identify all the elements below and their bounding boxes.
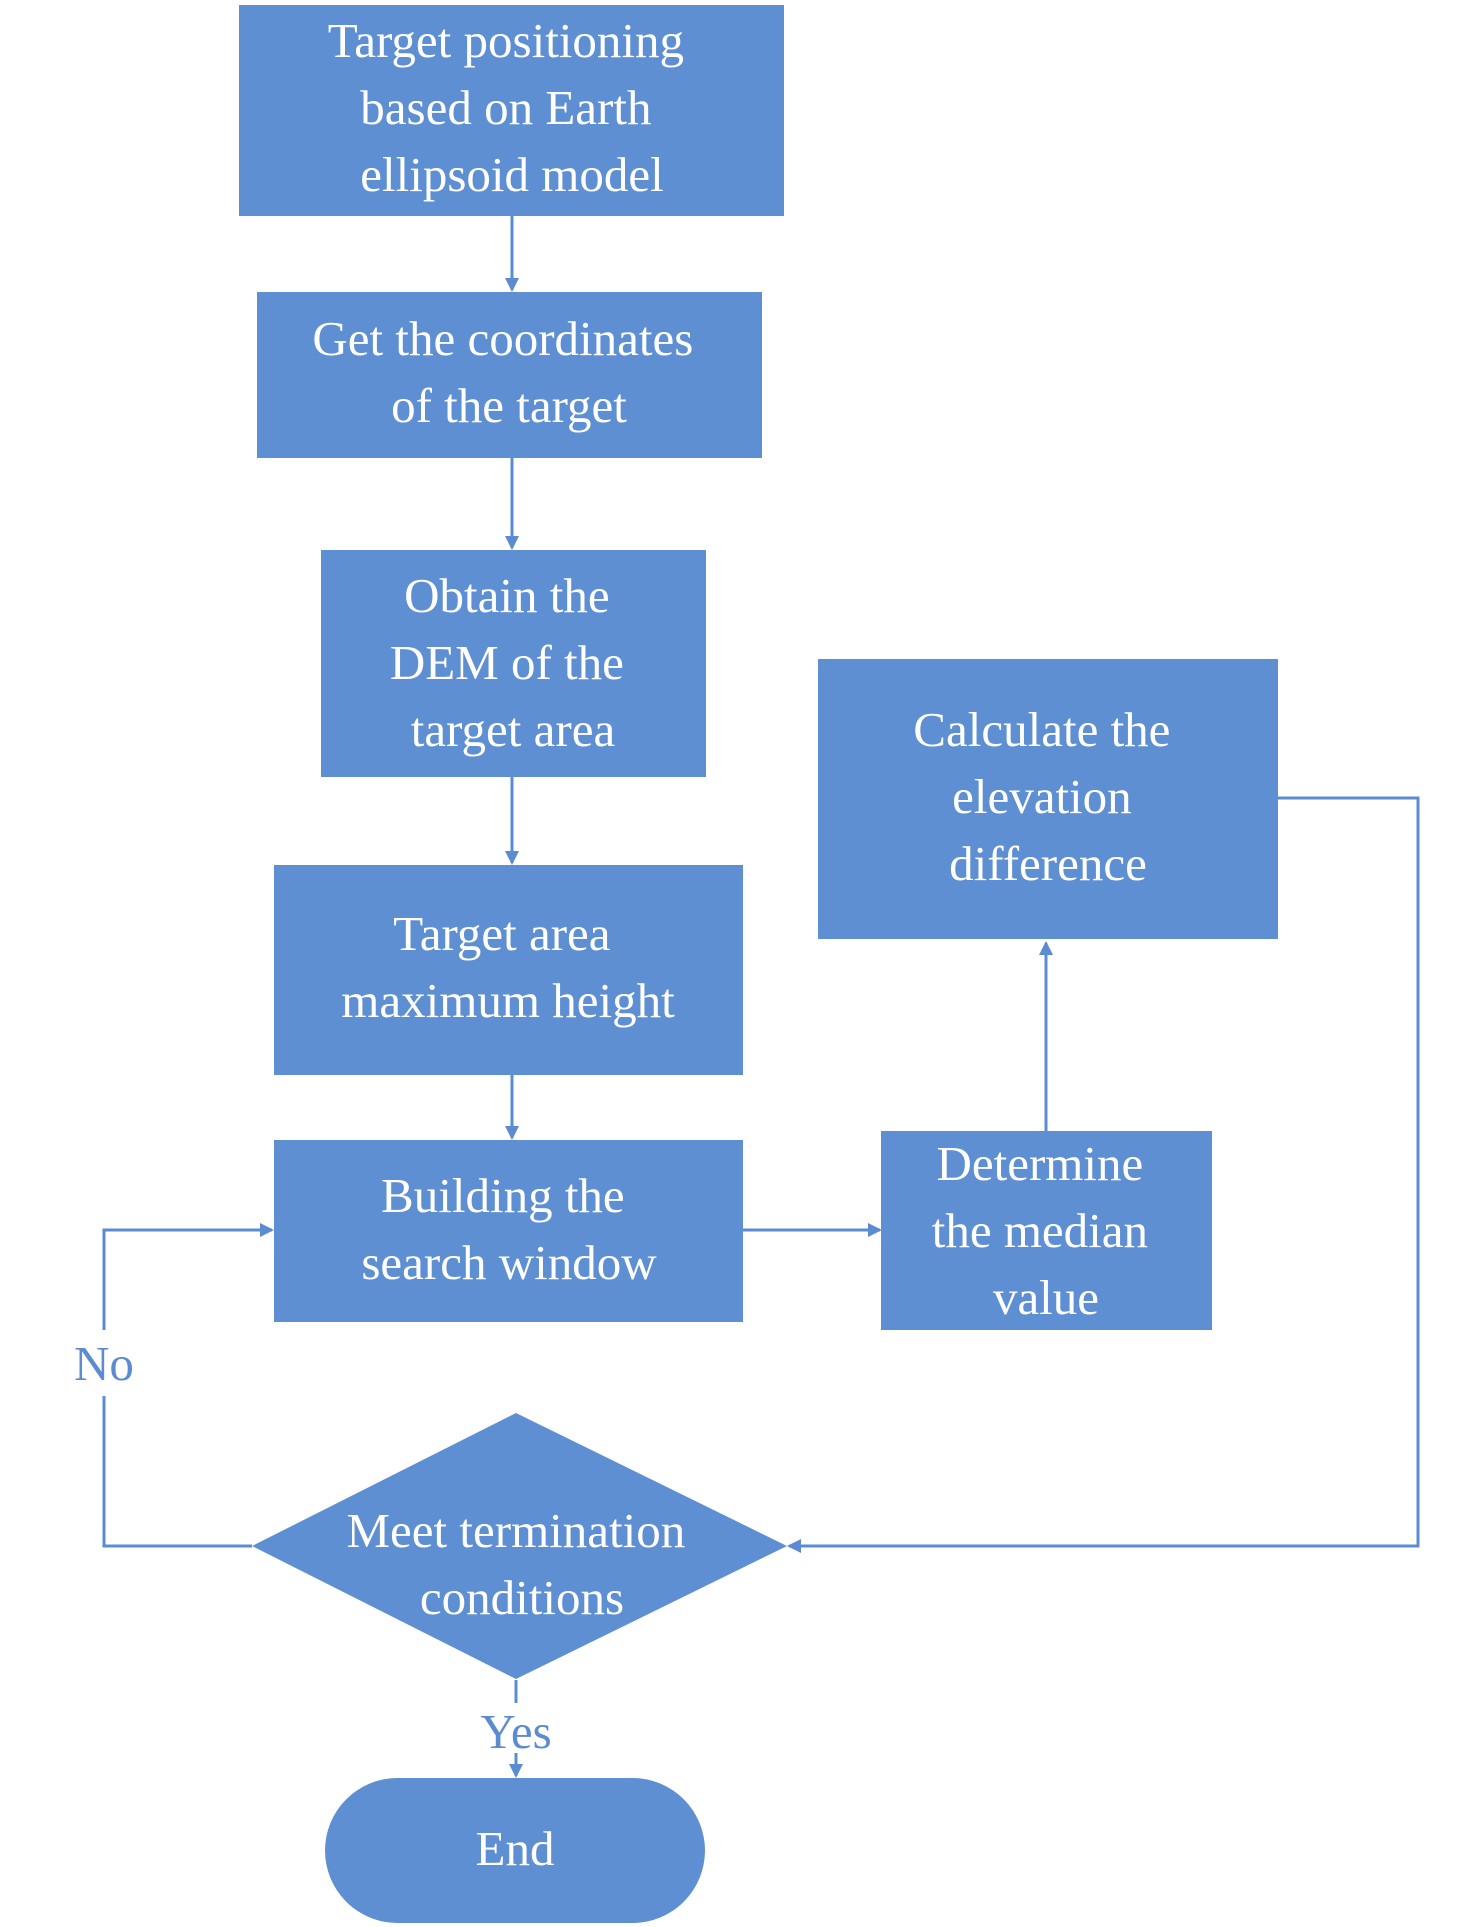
node-labels: Target positioning based on Earth ellips… [312, 13, 1182, 1876]
no-label: No [74, 1336, 134, 1391]
end-terminal [325, 1778, 705, 1923]
search-window-line-2: search window [361, 1235, 657, 1290]
obtain-dem-text: Obtain the DEM of the target area [390, 568, 636, 757]
edge-termination-no-to-window-upper [102, 1223, 274, 1330]
max-height-box [274, 865, 743, 1075]
target-positioning-line-1: Target positioning [328, 13, 684, 68]
edge-labels: No Yes [74, 1336, 552, 1759]
edges [102, 216, 1420, 1778]
elevation-difference-line-3: difference [949, 836, 1147, 891]
max-height-text: Target area maximum height [341, 906, 675, 1028]
search-window-text: Building the search window [361, 1168, 657, 1290]
elevation-difference-line-2: elevation [952, 769, 1132, 824]
search-window-box [274, 1140, 743, 1322]
termination-line-1: Meet termination [346, 1503, 685, 1558]
yes-label: Yes [480, 1704, 551, 1759]
search-window-line-1: Building the [381, 1168, 625, 1223]
get-coordinates-text: Get the coordinates of the target [312, 311, 705, 433]
termination-text: Meet termination conditions [346, 1503, 697, 1625]
elevation-difference-text: Calculate the elevation difference [913, 702, 1182, 891]
get-coordinates-box [257, 292, 762, 458]
obtain-dem-line-3: target area [411, 702, 616, 757]
end-line-1: End [476, 1821, 555, 1876]
target-positioning-line-2: based on Earth [360, 80, 651, 135]
target-positioning-box [239, 5, 784, 216]
obtain-dem-line-1: Obtain the [404, 568, 609, 623]
get-coordinates-line-1: Get the coordinates [312, 311, 693, 366]
edge-termination-no-to-window [102, 1396, 252, 1548]
max-height-line-2: maximum height [341, 973, 675, 1028]
median-value-text: Determine the median value [932, 1136, 1161, 1325]
end-text: End [476, 1821, 555, 1876]
median-value-line-2: the median [932, 1203, 1148, 1258]
max-height-line-1: Target area [393, 906, 611, 961]
termination-line-2: conditions [420, 1570, 624, 1625]
median-value-line-3: value [993, 1270, 1099, 1325]
elevation-difference-line-1: Calculate the [913, 702, 1170, 757]
edge-elevation-to-termination [787, 796, 1420, 1553]
target-positioning-line-3: ellipsoid model [360, 147, 664, 202]
obtain-dem-box [321, 550, 706, 777]
elevation-difference-box [818, 659, 1278, 939]
obtain-dem-line-2: DEM of the [390, 635, 624, 690]
nodes [239, 5, 1278, 1923]
median-value-line-1: Determine [936, 1136, 1143, 1191]
termination-diamond [252, 1413, 787, 1679]
median-value-box [881, 1131, 1212, 1330]
get-coordinates-line-2: of the target [391, 378, 627, 433]
target-positioning-text: Target positioning based on Earth ellips… [328, 13, 697, 202]
